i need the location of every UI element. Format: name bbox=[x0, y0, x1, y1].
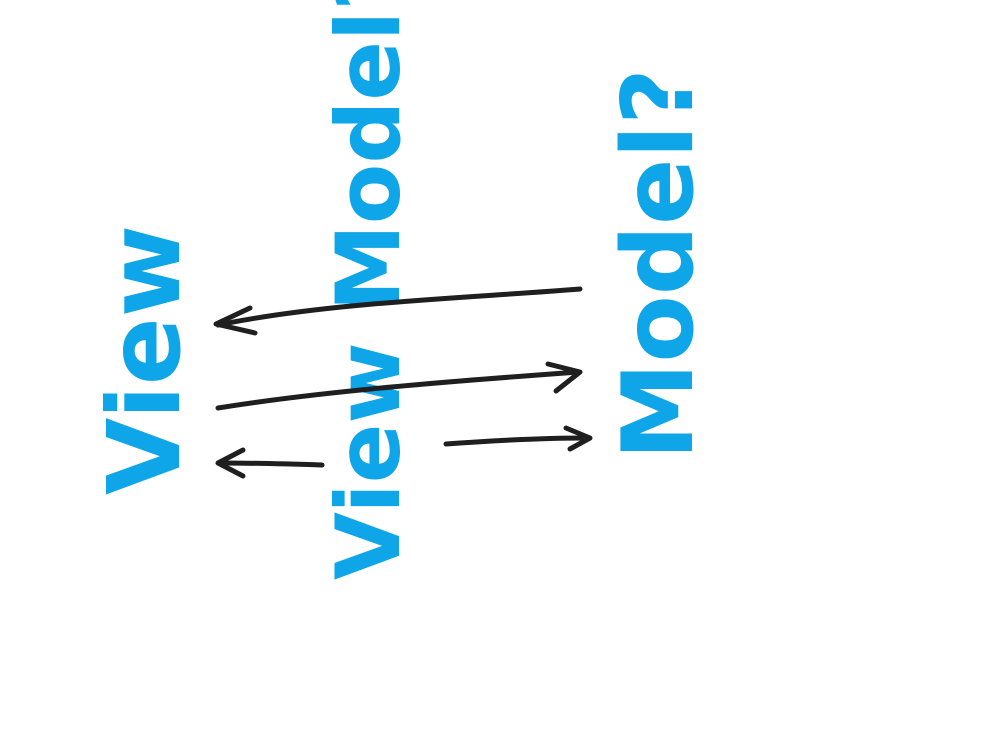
arrow-viewmodel-to-view-head bbox=[215, 447, 246, 479]
arrow-viewmodel-to-view bbox=[217, 460, 325, 468]
arrow-view-to-model-head bbox=[545, 361, 583, 394]
arrow-view-to-model bbox=[215, 369, 581, 411]
arrow-model-to-view-head bbox=[213, 305, 258, 336]
arrow-viewmodel-to-model-head bbox=[563, 425, 593, 452]
arrow-viewmodel-to-model bbox=[443, 435, 591, 447]
arrow-model-to-view bbox=[215, 286, 583, 328]
